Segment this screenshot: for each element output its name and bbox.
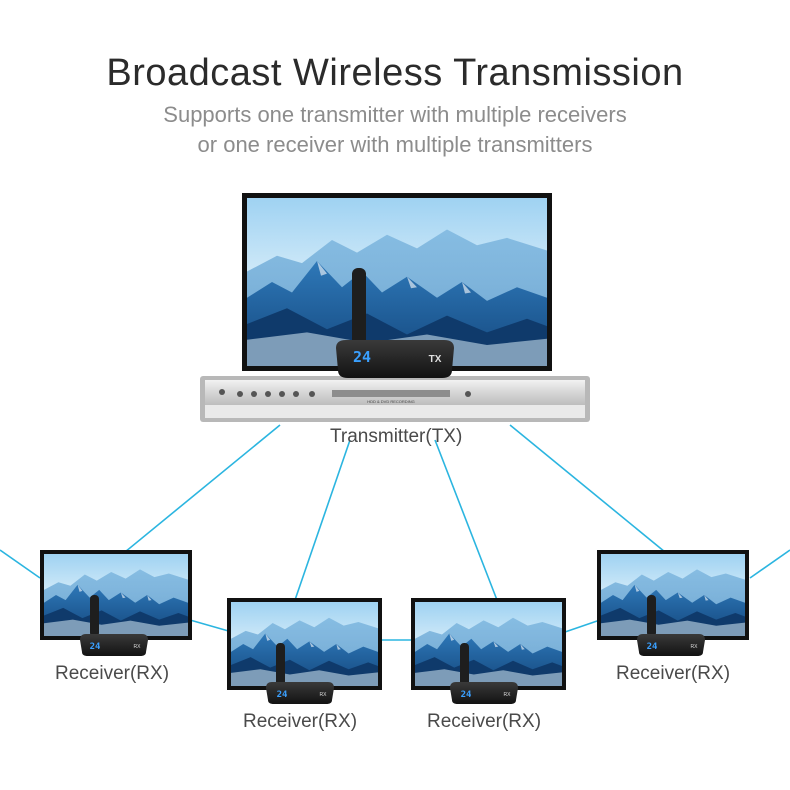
receiver-3-label: Receiver(RX) (427, 711, 542, 732)
rx2-display: 24 (277, 690, 288, 700)
receiver-1-label: Receiver(RX) (55, 663, 170, 684)
transmitter-label: Transmitter(TX) (330, 426, 463, 447)
link-rx1-rx2 (189, 619, 233, 633)
receiver-3: 24 RX (411, 598, 566, 704)
dvd-player: HDD & DVD RECORDING (200, 376, 590, 422)
receiver-2-label: Receiver(RX) (243, 711, 358, 732)
link-tx-rx2 (294, 439, 351, 601)
link-left-edge (0, 549, 41, 579)
tx-badge: TX (429, 354, 442, 365)
page-title: Broadcast Wireless Transmission (106, 52, 684, 94)
rx1-badge: RX (134, 644, 142, 650)
receiver-2: 24 RX (227, 598, 382, 704)
receiver-1: 24 RX (40, 550, 192, 656)
link-tx-rx4 (509, 424, 666, 553)
rx4-badge: RX (691, 644, 699, 650)
rx3-display: 24 (461, 690, 472, 700)
rx4-display: 24 (647, 642, 658, 652)
dvd-front-text: HDD & DVD RECORDING (367, 399, 415, 404)
transmitter-device: 24 TX (336, 268, 454, 378)
rx2-badge: RX (320, 692, 328, 698)
rx3-badge: RX (504, 692, 512, 698)
link-right-edge (749, 549, 790, 579)
tx-body (336, 340, 454, 378)
tx-antenna (352, 268, 366, 348)
receiver-4: 24 RX (597, 550, 749, 656)
tx-display: 24 (353, 348, 371, 366)
receiver-4-label: Receiver(RX) (616, 663, 731, 684)
wireless-links (0, 424, 790, 641)
link-rx3-rx4 (564, 619, 601, 633)
link-tx-rx1 (124, 424, 281, 553)
subtitle-line-1: Supports one transmitter with multiple r… (163, 102, 627, 127)
subtitle-line-2: or one receiver with multiple transmitte… (197, 132, 593, 157)
rx1-display: 24 (90, 642, 101, 652)
link-tx-rx3 (434, 439, 498, 601)
